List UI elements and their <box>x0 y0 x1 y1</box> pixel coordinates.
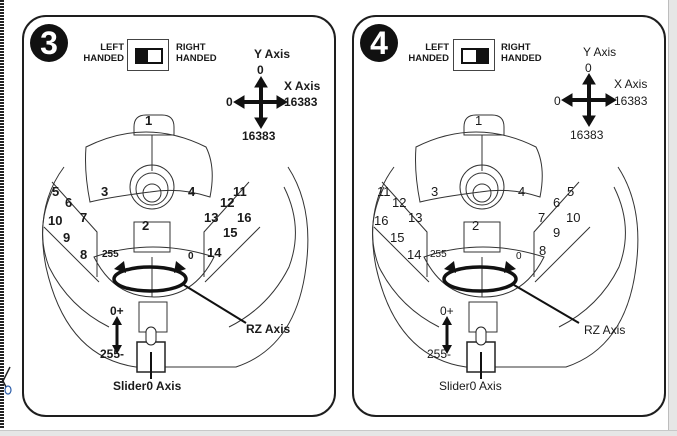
button-16-label: 16 <box>374 213 389 228</box>
left-handed-label: LEFT HANDED <box>64 42 124 64</box>
button-2-label: 2 <box>142 218 150 233</box>
button-5-label: 5 <box>567 184 575 199</box>
right-handed-label: RIGHT HANDED <box>176 42 217 64</box>
joystick-drawing <box>372 73 639 379</box>
button-7-label: 7 <box>80 210 88 225</box>
left-handed-label: LEFT HANDED <box>389 42 449 64</box>
cut-line <box>0 0 4 428</box>
button-1-label: 1 <box>475 113 483 128</box>
axis-cross-icon <box>561 73 617 127</box>
right-label-line1: RIGHT <box>501 42 531 53</box>
step-badge: 3 <box>30 24 68 62</box>
right-label-line2: HANDED <box>501 53 542 64</box>
slider-bottom-value: 255- <box>427 347 452 361</box>
x-axis-max: 16383 <box>284 95 318 109</box>
button-14-label: 14 <box>207 245 222 260</box>
x-axis-min: 0 <box>554 94 561 108</box>
button-9-label: 9 <box>553 225 561 240</box>
button-11-label: 11 <box>233 184 247 199</box>
button-9-label: 9 <box>63 230 71 245</box>
panel-step-3: 3 LEFT HANDED RIGHT HANDED Y Axis 0 X Ax… <box>22 15 336 417</box>
button-8-label: 8 <box>539 243 547 258</box>
slider-axis-title: Slider0 Axis <box>439 379 502 393</box>
rz-axis-title: RZ Axis <box>246 322 291 336</box>
switch-knob <box>137 50 148 62</box>
button-14-label: 14 <box>407 247 422 262</box>
button-10-label: 10 <box>566 210 581 225</box>
x-axis-min: 0 <box>226 95 233 109</box>
handedness-switch <box>127 39 169 71</box>
switch-knob <box>476 50 487 62</box>
rz-right-value: 0 <box>516 251 522 262</box>
rz-right-value: 0 <box>188 251 194 262</box>
slider-top-value: 0+ <box>440 304 454 318</box>
x-axis-title: X Axis <box>614 77 648 91</box>
handedness-switch <box>453 39 495 71</box>
x-axis-max: 16383 <box>614 94 648 108</box>
button-16-label: 16 <box>237 210 252 225</box>
axis-cross-icon <box>233 76 288 129</box>
y-axis-title: Y Axis <box>583 45 617 59</box>
rz-axis-title: RZ Axis <box>584 323 626 337</box>
button-4-label: 4 <box>188 184 196 199</box>
rz-left-value: 255 <box>430 249 447 260</box>
button-15-label: 15 <box>223 225 238 240</box>
right-label-line2: HANDED <box>176 53 217 64</box>
button-11-label: 11 <box>377 184 391 199</box>
left-label-line2: HANDED <box>83 53 124 64</box>
left-label-line2: HANDED <box>408 53 449 64</box>
button-4-label: 4 <box>518 184 526 199</box>
slider-top-value: 0+ <box>110 304 124 318</box>
y-axis-max: 16383 <box>570 128 604 142</box>
button-12-label: 12 <box>220 195 235 210</box>
button-3-label: 3 <box>101 184 109 199</box>
y-axis-max: 16383 <box>242 129 276 143</box>
slider-axis-title: Slider0 Axis <box>113 379 182 393</box>
x-axis-title: X Axis <box>284 79 321 93</box>
step-badge: 4 <box>360 24 398 62</box>
slider-bottom-value: 255- <box>100 347 125 361</box>
button-5-label: 5 <box>52 184 60 199</box>
y-axis-title: Y Axis <box>254 47 291 61</box>
page-edge-right <box>668 0 677 436</box>
button-8-label: 8 <box>80 247 88 262</box>
button-7-label: 7 <box>538 210 546 225</box>
button-12-label: 12 <box>392 195 407 210</box>
page-edge-bottom <box>0 430 677 436</box>
button-15-label: 15 <box>390 230 405 245</box>
button-6-label: 6 <box>553 195 561 210</box>
button-6-label: 6 <box>65 195 73 210</box>
rz-left-value: 255 <box>102 249 119 260</box>
left-label-line1: LEFT <box>100 42 124 53</box>
scissors-icon <box>1 366 12 395</box>
button-3-label: 3 <box>431 184 439 199</box>
y-axis-min: 0 <box>257 63 264 77</box>
left-label-line1: LEFT <box>425 42 449 53</box>
button-2-label: 2 <box>472 218 480 233</box>
y-axis-min: 0 <box>585 61 592 75</box>
joystick-drawing <box>42 76 309 379</box>
panel-step-4: 4 LEFT HANDED RIGHT HANDED Y Axis 0 X Ax… <box>352 15 666 417</box>
button-13-label: 13 <box>408 210 423 225</box>
right-label-line1: RIGHT <box>176 42 206 53</box>
right-handed-label: RIGHT HANDED <box>501 42 542 64</box>
button-13-label: 13 <box>204 210 219 225</box>
button-1-label: 1 <box>145 113 153 128</box>
button-10-label: 10 <box>48 213 63 228</box>
